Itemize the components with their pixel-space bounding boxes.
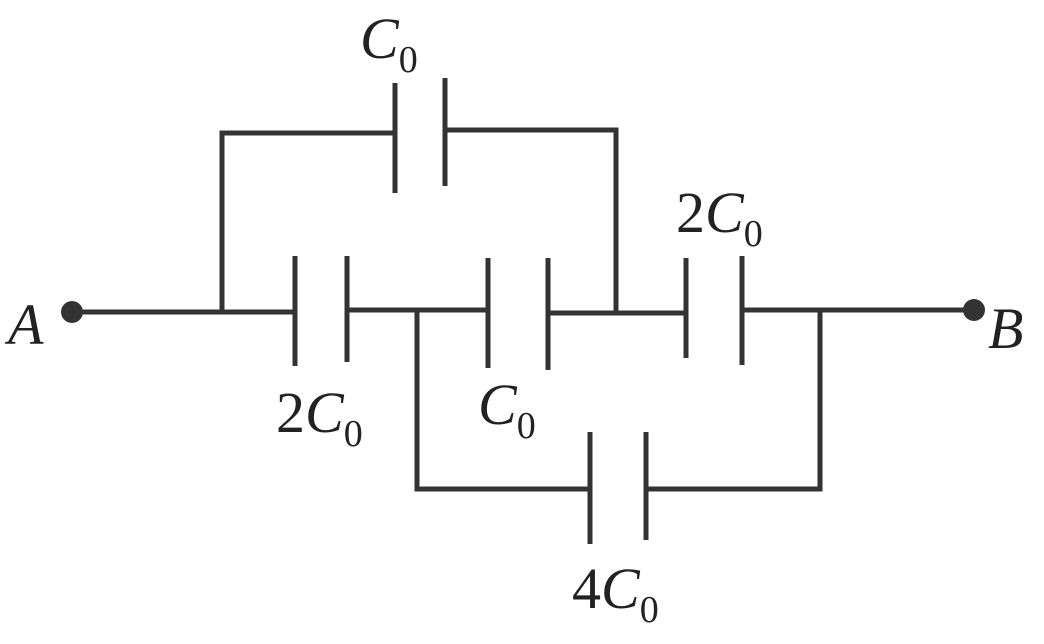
capacitor-right-label: 2C0 bbox=[676, 180, 763, 255]
terminal-b-dot[interactable] bbox=[963, 299, 985, 321]
capacitor-top-label: C0 bbox=[360, 6, 418, 81]
capacitor-right-symbol: C bbox=[705, 180, 745, 245]
capacitor-bottom bbox=[587, 432, 649, 544]
capacitor-middle bbox=[485, 258, 551, 370]
capacitor-top-symbol: C bbox=[360, 6, 400, 71]
capacitor-left-sub: 0 bbox=[344, 413, 363, 455]
capacitor-left-label: 2C0 bbox=[276, 380, 363, 455]
wire-bottom-branch-left bbox=[414, 310, 590, 492]
capacitor-left-symbol: C bbox=[305, 380, 345, 445]
capacitor-middle-label: C0 bbox=[478, 372, 536, 447]
capacitor-right-sub: 0 bbox=[744, 213, 763, 255]
capacitor-left-coef: 2 bbox=[276, 380, 305, 445]
terminal-b-label: B bbox=[988, 296, 1023, 361]
wire-bottom-branch-right bbox=[646, 310, 823, 492]
capacitor-top-sub: 0 bbox=[399, 39, 418, 81]
wires bbox=[72, 127, 974, 492]
capacitor-left bbox=[292, 256, 350, 366]
capacitor-bottom-symbol: C bbox=[601, 556, 641, 621]
wire-top-branch-left bbox=[219, 130, 395, 312]
capacitor-middle-symbol: C bbox=[478, 372, 518, 437]
capacitor-right-coef: 2 bbox=[676, 180, 705, 245]
capacitor-bottom-label: 4C0 bbox=[572, 556, 659, 631]
capacitor-right bbox=[683, 256, 745, 365]
capacitor-bottom-coef: 4 bbox=[572, 556, 601, 621]
wire-top-branch-right bbox=[445, 127, 619, 313]
capacitor-top bbox=[392, 78, 448, 193]
capacitor-bottom-sub: 0 bbox=[640, 589, 659, 631]
capacitor-middle-sub: 0 bbox=[517, 405, 536, 447]
terminal-a-dot[interactable] bbox=[61, 301, 83, 323]
terminal-a-label: A bbox=[4, 292, 44, 357]
